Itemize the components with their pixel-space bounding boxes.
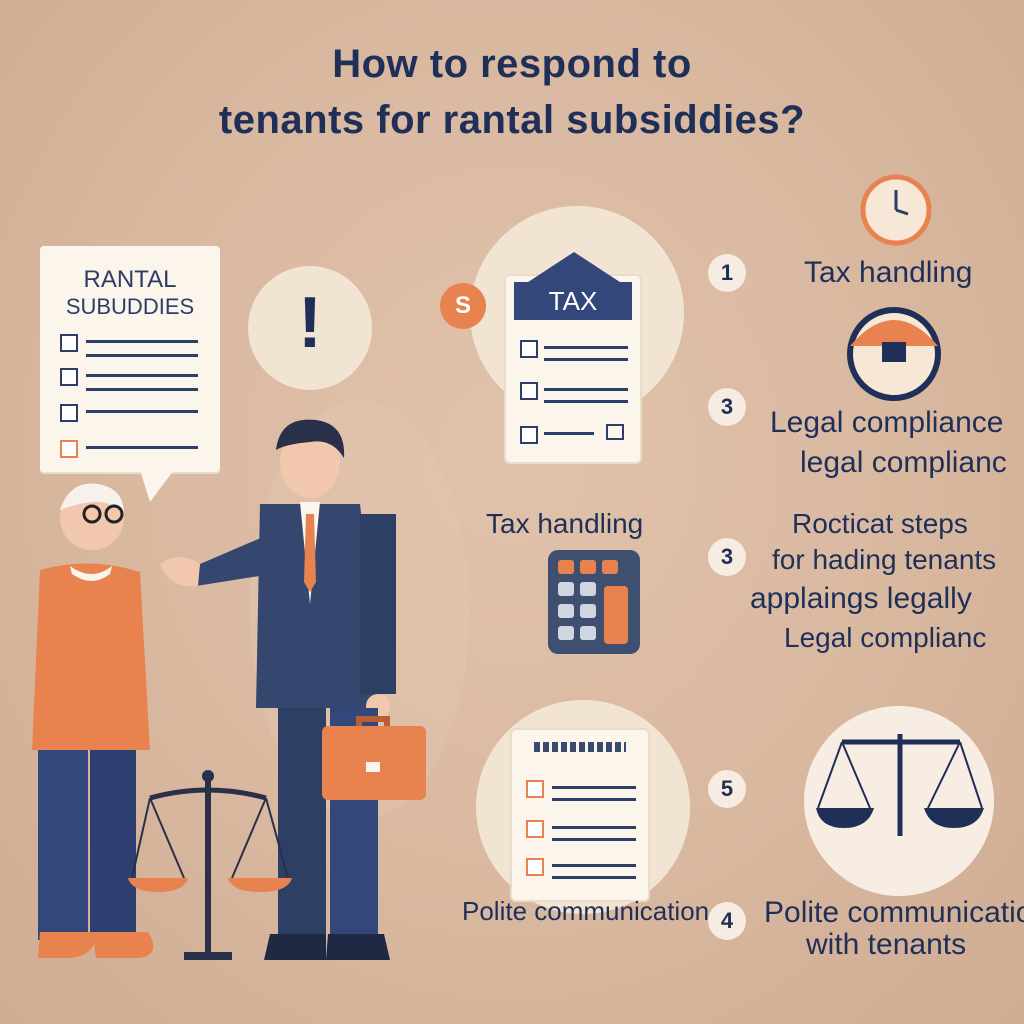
small-box-icon [606,424,624,440]
checkbox-icon [526,780,544,798]
checkbox-checked-icon [520,426,538,444]
elderly-tenant-figure [32,483,154,958]
label-polite-communication-right-2: with tenants [806,928,967,961]
text-line [552,826,636,829]
text-line [86,410,198,413]
text-line [86,340,198,343]
document-title-line1: RANTAL [83,266,177,293]
document-title-line2: SUBUDDIES [65,294,195,319]
text-line [86,374,198,377]
text-line [544,432,594,435]
speech-bubble-tail [140,470,174,502]
text-line [552,876,636,879]
checkbox-checked-icon [60,368,78,386]
step-label-tax-handling: Tax handling [804,256,973,289]
checkbox-icon [526,858,544,876]
document-heading-scribble [534,742,626,752]
tax-label: TAX [514,282,632,320]
checklist-document [512,730,648,900]
text-line [544,388,628,391]
dollar-coin-icon: S [440,283,486,329]
tax-document: TAX [506,252,640,462]
page-title-line2: tenants for rantal subsiddies? [218,98,806,142]
checkbox-checked-icon [520,340,538,358]
middle-label-tax-handling: Tax handling [486,508,644,539]
step-number-badge: 5 [708,770,746,808]
text-line [552,786,636,789]
step-label-practical-steps-2: for hading tenants [772,544,997,575]
step-number-badge: 3 [708,538,746,576]
exclamation-icon: ! [298,283,322,363]
alert-circle: ! [248,266,372,390]
justice-scale-icon [128,770,292,960]
step-label-practical-steps-3: applaings legally [750,582,972,615]
checkbox-checked-icon [60,404,78,422]
house-roof-icon [522,252,626,286]
justice-scale-icon [816,734,984,836]
text-line [552,864,636,867]
text-line [552,838,636,841]
step-number-badge: 4 [708,902,746,940]
clock-icon [860,174,932,246]
label-polite-communication: Polite communication [462,896,710,926]
text-line [86,354,198,357]
step-label-legal-compliance: Legal compliance [770,406,1004,439]
page-title-line1: How to respond to [332,42,692,86]
checkbox-icon [60,334,78,352]
gauge-icon [847,307,941,401]
text-line [544,346,628,349]
text-line [86,446,198,449]
text-line [552,798,636,801]
label-polite-communication-right-1: Polite communicatio [764,896,1024,929]
checkbox-icon [520,382,538,400]
checkbox-icon [60,440,78,458]
briefcase-icon [322,716,426,800]
calculator-icon [548,550,640,654]
step-label-practical-steps-4: Legal complianc [784,622,987,653]
checkbox-icon [526,820,544,838]
rental-subsidies-document: RANTAL SUBUDDIES [40,246,220,472]
text-line [544,400,628,403]
step-label-practical-steps-1: Rocticat steps [792,508,968,539]
step-label-legal-compliance-2: legal complianc [800,446,1007,479]
step-number-badge: 1 [708,254,746,292]
step-number-badge: 3 [708,388,746,426]
text-line [86,388,198,391]
text-line [544,358,628,361]
